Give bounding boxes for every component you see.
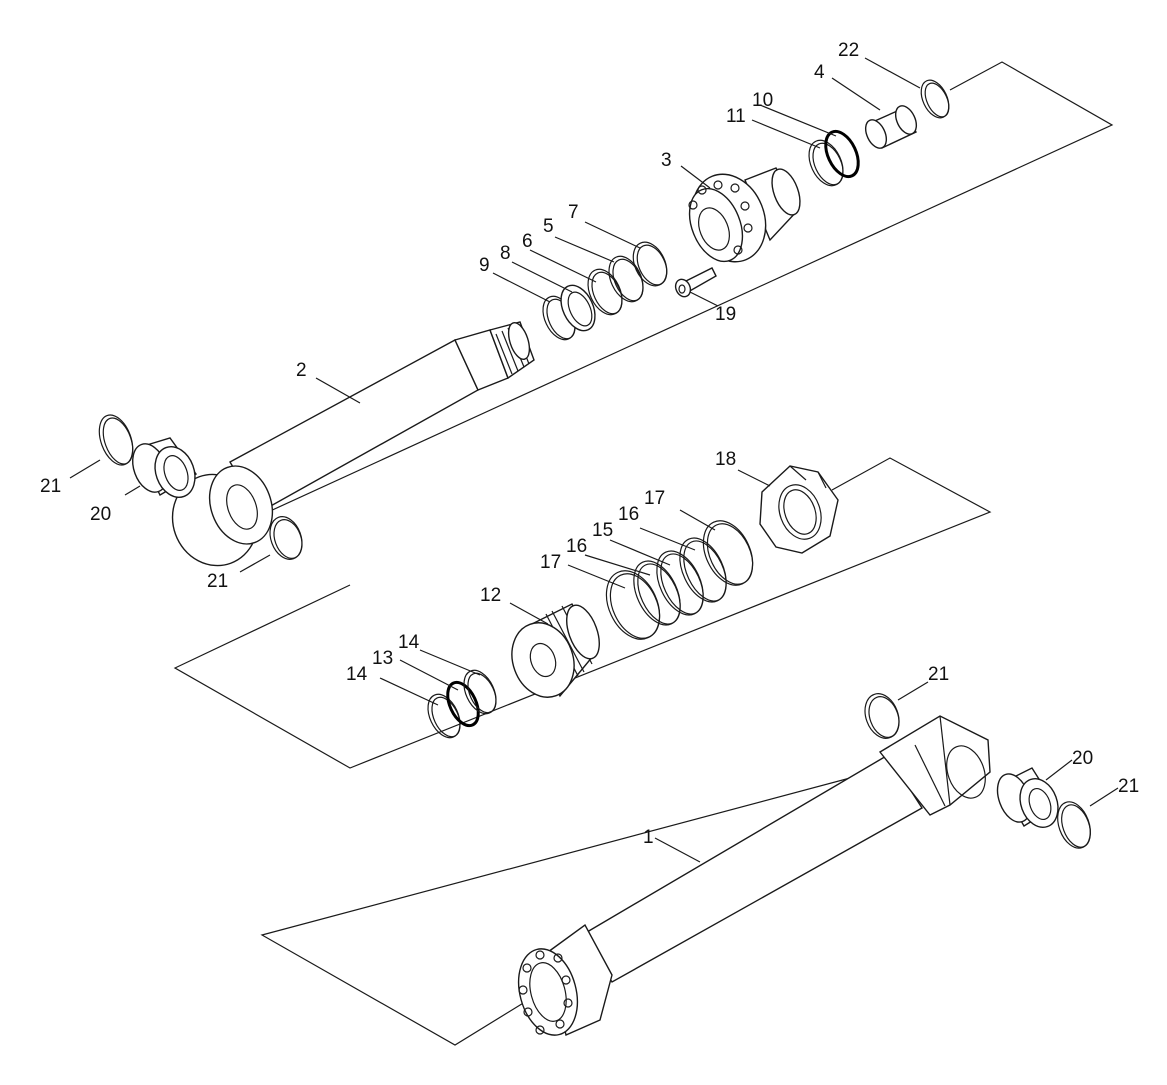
- callout-17-upper: 17: [644, 488, 665, 509]
- bushing-part-4[interactable]: [862, 103, 921, 152]
- callout-4: 4: [814, 62, 825, 83]
- callout-10: 10: [752, 90, 773, 111]
- seal-part-15[interactable]: [648, 544, 713, 623]
- socket-bolt-part-19[interactable]: [673, 267, 717, 299]
- ring-part-17-upper[interactable]: [694, 513, 763, 593]
- callout-16-lower: 16: [566, 536, 587, 557]
- callout-2: 2: [296, 360, 307, 381]
- seal-part-11[interactable]: [802, 135, 849, 191]
- callout-21-lower-right: 21: [1118, 776, 1139, 797]
- callout-7: 7: [568, 202, 579, 223]
- ring-part-7[interactable]: [627, 237, 674, 291]
- callout-21-upper-left: 21: [40, 476, 61, 497]
- callout-5: 5: [543, 216, 554, 237]
- callout-8: 8: [500, 243, 511, 264]
- o-ring-part-13[interactable]: [441, 678, 484, 731]
- callout-20-upper: 20: [90, 504, 111, 525]
- callout-labels: 1 2 3 4 5 6 7 8 9 10 11 12 13 14 14 15 1…: [40, 40, 1139, 848]
- callout-14-lower: 14: [346, 664, 368, 685]
- callout-21-upper-right: 21: [207, 571, 228, 592]
- seal-part-6[interactable]: [581, 264, 628, 320]
- callout-22: 22: [838, 40, 859, 61]
- callout-18: 18: [715, 449, 736, 470]
- ring-part-17-lower[interactable]: [596, 562, 670, 648]
- bushing-part-20-upper[interactable]: [126, 437, 201, 503]
- callout-20-lower: 20: [1072, 748, 1093, 769]
- lower-assembly-frame: [260, 769, 881, 1046]
- callout-15: 15: [592, 520, 613, 541]
- middle-assembly-frame: [173, 457, 992, 769]
- callout-14-upper: 14: [398, 632, 420, 653]
- snap-ring-part-21-upper-right[interactable]: [264, 512, 307, 564]
- bushing-part-20-lower[interactable]: [991, 767, 1064, 833]
- callout-16-upper: 16: [618, 504, 639, 525]
- callout-1: 1: [643, 827, 654, 848]
- bushing-part-8[interactable]: [554, 280, 601, 336]
- snap-ring-part-22[interactable]: [916, 76, 955, 122]
- backup-ring-part-14-upper[interactable]: [458, 665, 503, 719]
- snap-ring-part-21-upper-left[interactable]: [93, 410, 139, 469]
- piston-part-12[interactable]: [502, 601, 606, 706]
- seal-part-5[interactable]: [602, 251, 649, 307]
- seal-part-16-upper[interactable]: [671, 531, 736, 610]
- o-ring-part-10[interactable]: [819, 126, 865, 181]
- piston-rod-part-2[interactable]: [160, 320, 535, 577]
- snap-ring-part-21-lower-right[interactable]: [1052, 797, 1097, 852]
- backup-ring-part-14-lower[interactable]: [422, 689, 467, 743]
- callout-21-lower-top: 21: [928, 664, 949, 685]
- callout-19: 19: [715, 304, 736, 325]
- nut-part-18[interactable]: [759, 465, 839, 554]
- callout-9: 9: [479, 255, 490, 276]
- callout-13: 13: [372, 648, 393, 669]
- callout-17-lower: 17: [540, 552, 561, 573]
- upper-assembly-frame: [267, 61, 1114, 513]
- callout-3: 3: [661, 150, 672, 171]
- cylinder-head-part-3[interactable]: [680, 163, 806, 273]
- cylinder-tube-part-1[interactable]: [510, 715, 993, 1042]
- snap-ring-part-21-lower-top[interactable]: [859, 689, 905, 743]
- seal-part-16-lower[interactable]: [625, 554, 690, 633]
- leader-lines: [69, 57, 1119, 863]
- callout-11: 11: [726, 106, 746, 127]
- callout-6: 6: [522, 231, 533, 252]
- callout-12: 12: [480, 585, 501, 606]
